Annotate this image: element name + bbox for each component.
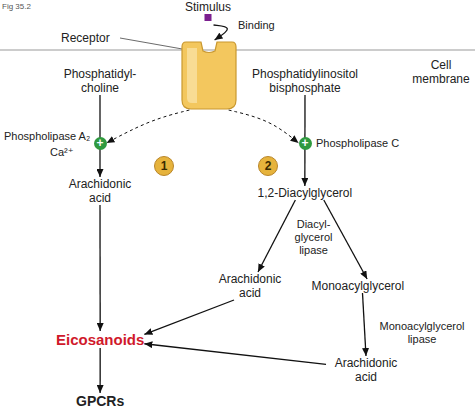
molecule-node: Phosphatidyl- choline [55,67,145,95]
receptor-highlight [187,48,197,103]
callout-number: 1 [161,159,168,173]
reaction-arrow [99,205,100,331]
plus-sign: + [96,137,103,150]
molecule-node: Phosphatidylinositol bisphosphate [240,67,370,95]
region-label: Cell membrane [410,58,472,86]
molecule-node: Monoacylglycerol [312,279,405,293]
molecule-name: Arachidonic acid [60,177,140,205]
molecule-name: Phosphatidyl- choline [55,67,145,95]
reaction-arrow [362,293,366,356]
enzyme-label: Monoacylglycerol lipase [372,320,472,346]
product-node: Eicosanoids [56,331,144,348]
callout-circle: 1 [154,156,174,176]
target-name: GPCRs [76,393,124,409]
dashed-arrow [229,110,299,143]
molecule-name: 1,2-Diacylglycerol [258,186,353,200]
product-name: Eicosanoids [56,331,144,348]
enzyme-label: Phospholipase C [316,137,399,150]
leader-line [120,38,188,50]
reaction-arrow [99,348,100,393]
receptor-shape: Receptor [181,40,237,110]
edge-label: Binding [238,19,275,32]
reaction-arrow [144,300,234,334]
target-node: GPCRs [76,393,124,409]
enzyme-label: Phospholipase A₂ [4,130,90,143]
receptor-outline [181,40,237,110]
dashed-arrow [107,110,190,143]
molecule-node: Arachidonic acid [210,272,290,300]
molecule-node: Arachidonic acid [60,177,140,205]
reaction-arrow [214,25,228,40]
enzyme-label: Diacyl- glycerol lipase [286,218,341,257]
activation-circle: + [94,137,107,150]
callout-circle: 2 [258,156,278,176]
callout-number: 2 [265,159,272,173]
molecule-node: Arachidonic acid [326,356,406,384]
molecule-name: Arachidonic acid [210,272,290,300]
molecule-name: Monoacylglycerol [312,279,405,293]
molecule-node: 1,2-Diacylglycerol [258,186,353,200]
cell-membrane-line [0,49,475,50]
plus-sign: + [301,137,308,150]
receptor-label: Receptor [61,31,110,45]
reaction-arrow [144,344,326,365]
figure-number: Fig 35.2 [2,2,31,12]
reaction-arrow [258,200,295,272]
cofactor-label: Ca²⁺ [50,146,74,159]
activation-circle: + [299,137,312,150]
receptor-body [182,42,236,109]
molecule-name: Arachidonic acid [326,356,406,384]
stimulus-symbol [205,14,212,21]
stimulus-text: Stimulus [185,0,231,14]
stimulus-node: Stimulus [185,0,231,25]
molecule-name: Phosphatidylinositol bisphosphate [240,67,370,95]
